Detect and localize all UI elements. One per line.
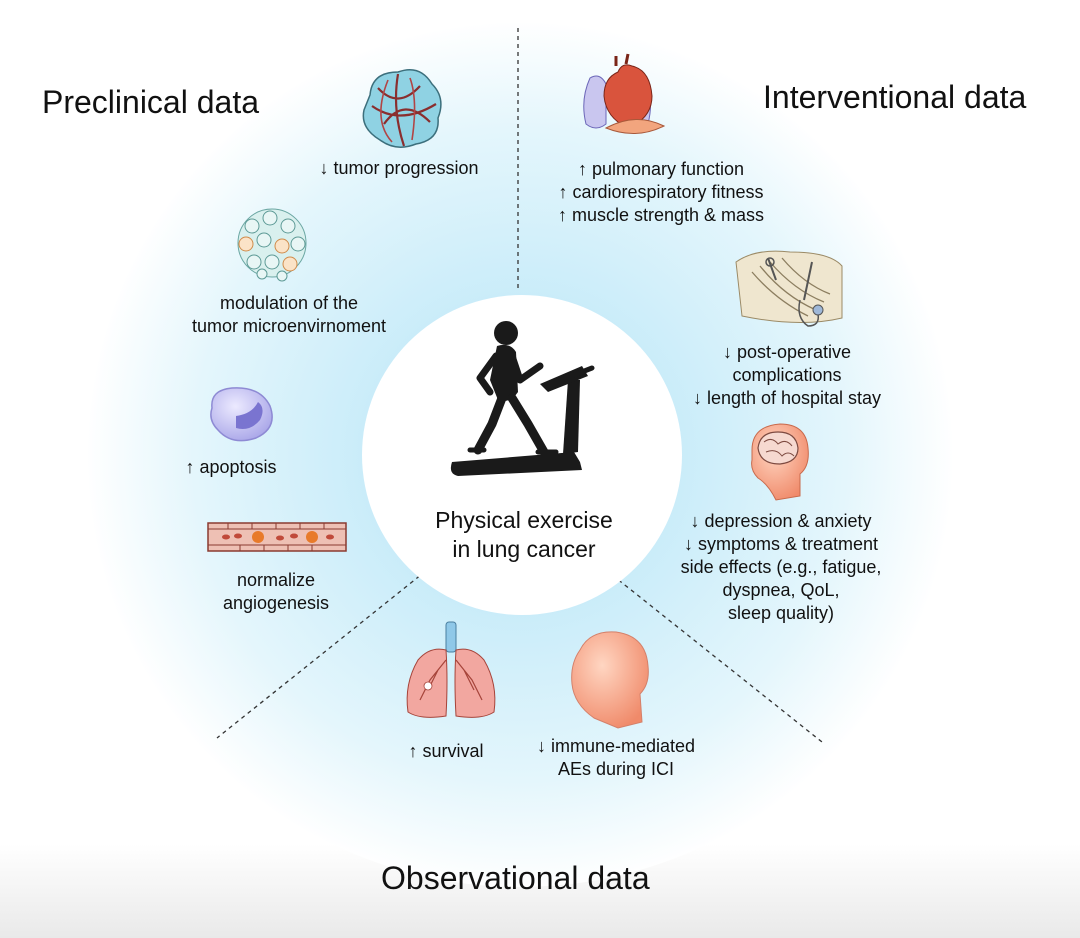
divider-bottom-right [605, 569, 823, 743]
label-psychological: ↓ depression & anxiety ↓ symptoms & trea… [681, 510, 882, 625]
label-postop-line1: ↓ post-operative [722, 342, 852, 362]
label-psych-line3: side effects (e.g., fatigue, [680, 557, 882, 577]
label-immune-line2: AEs during ICI [557, 759, 675, 779]
label-immune-line1: ↓ immune-mediated [536, 736, 696, 756]
center-label-line2: in lung cancer [452, 536, 596, 562]
blood-vessel-icon [207, 522, 347, 552]
label-cardio: ↑ cardiorespiratory fitness [558, 182, 764, 202]
lungs-heart-muscle-icon [583, 53, 666, 134]
surgery-chest-icon [735, 250, 843, 327]
label-psych-line5: sleep quality) [727, 603, 835, 623]
label-postop-line3: ↓ length of hospital stay [692, 388, 882, 408]
center-circle [362, 295, 682, 615]
center-label-line1: Physical exercise [435, 507, 613, 533]
label-angiogenesis: normalize angiogenesis [223, 569, 329, 615]
label-microenvironment: modulation of the tumor microenvirnoment [192, 292, 386, 338]
section-title-preclinical: Preclinical data [42, 84, 259, 120]
label-immune: ↓ immune-mediated AEs during ICI [537, 735, 695, 781]
tumor-mass-icon [362, 69, 442, 148]
divider-bottom-left [216, 565, 433, 739]
label-muscle: ↑ muscle strength & mass [557, 205, 765, 225]
treadmill-runner-icon [450, 321, 595, 476]
label-tumor-progression: ↓ tumor progression [319, 158, 479, 178]
label-fitness: ↑ pulmonary function ↑ cardiorespiratory… [558, 158, 764, 227]
cell-cluster-icon [237, 208, 307, 282]
label-survival: ↑ survival [408, 741, 484, 761]
label-postop-line2: complications [732, 365, 842, 385]
label-psych-line1: ↓ depression & anxiety [690, 511, 872, 531]
head-icon [571, 631, 649, 729]
apoptotic-cell-icon [210, 387, 273, 442]
lungs-icon [406, 621, 496, 718]
label-postoperative: ↓ post-operative complications ↓ length … [693, 341, 881, 410]
label-angiogenesis-line2: angiogenesis [222, 593, 330, 613]
head-brain-icon [751, 423, 809, 501]
center-label: Physical exercise in lung cancer [435, 506, 613, 564]
label-psych-line2: ↓ symptoms & treatment [683, 534, 879, 554]
label-pulmonary: ↑ pulmonary function [577, 159, 745, 179]
label-microenvironment-line2: tumor microenvirnoment [191, 316, 387, 336]
label-microenvironment-line1: modulation of the [219, 293, 359, 313]
label-angiogenesis-line1: normalize [236, 570, 316, 590]
label-psych-line4: dyspnea, QoL, [722, 580, 840, 600]
label-apoptosis: ↑ apoptosis [185, 457, 277, 477]
section-title-observational: Observational data [381, 860, 650, 896]
section-title-interventional: Interventional data [763, 79, 1027, 115]
